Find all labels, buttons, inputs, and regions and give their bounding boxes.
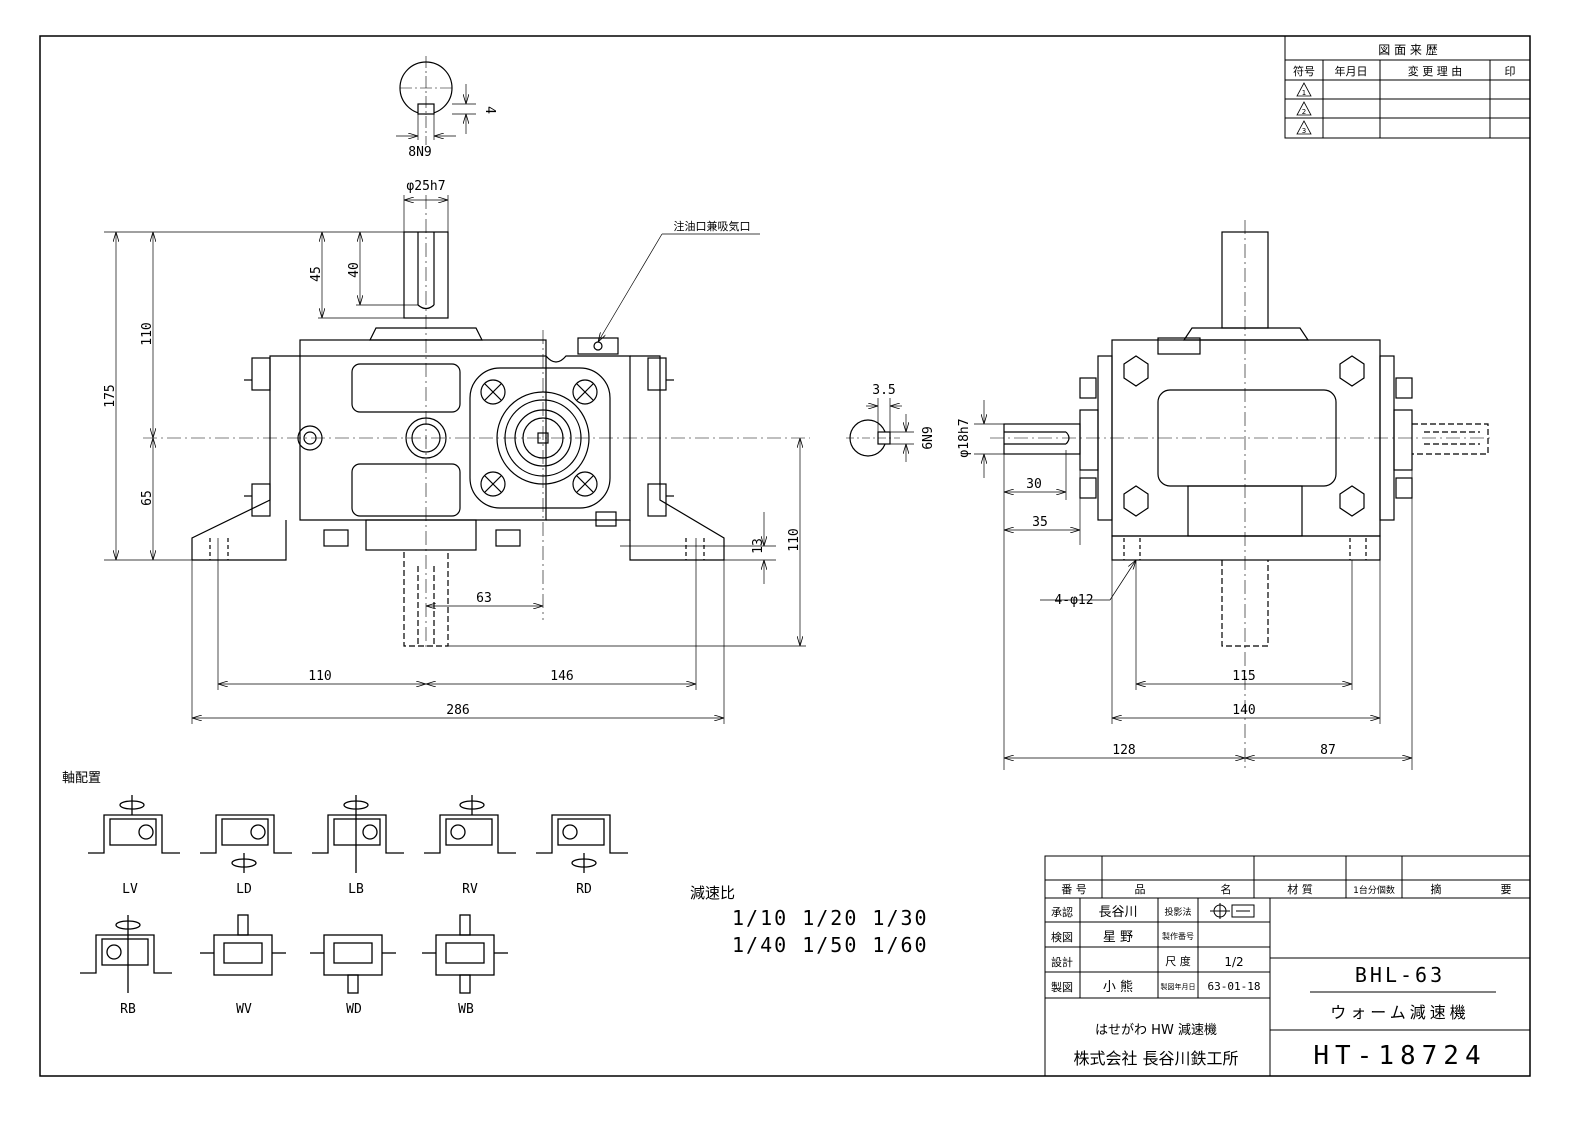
holes-4-12: 4-φ12 xyxy=(1054,593,1093,608)
rev-header-seal: 印 xyxy=(1505,65,1516,78)
arr-label-wd: WD xyxy=(346,1002,362,1017)
key-label-6n9: 6N9 xyxy=(918,426,933,449)
shaft-arrangement-icons xyxy=(80,795,628,994)
front-view xyxy=(143,56,810,650)
arrangement-wd-icon xyxy=(310,934,396,994)
product-name: ウォーム減速機 xyxy=(1330,1003,1470,1022)
revision-table xyxy=(1284,35,1531,139)
date-value: 63-01-18 xyxy=(1208,980,1261,993)
front-dimensions xyxy=(104,84,806,724)
tb-header-remark-2: 要 xyxy=(1501,883,1512,896)
arr-label-wv: WV xyxy=(236,1002,252,1017)
dim-3-5: 3.5 xyxy=(872,383,895,398)
dim-13: 13 xyxy=(751,538,766,554)
title-block xyxy=(1044,855,1531,1077)
approve-name: 長谷川 xyxy=(1098,905,1137,920)
draw-label: 製図 xyxy=(1051,980,1073,994)
projection-label: 投影法 xyxy=(1164,906,1191,918)
approve-label: 承認 xyxy=(1051,905,1073,919)
dim-115: 115 xyxy=(1232,669,1255,684)
date-label: 製図年月日 xyxy=(1161,982,1196,991)
dim-30: 30 xyxy=(1026,477,1042,492)
rev-header-reason: 変 更 理 由 xyxy=(1408,64,1463,78)
tb-header-remark-1: 摘 xyxy=(1431,882,1442,896)
drawing-number: HT-18724 xyxy=(1313,1041,1486,1071)
input-key-detail xyxy=(846,398,914,462)
tb-header-qty: 1台分個数 xyxy=(1353,884,1395,896)
shaft-dia-18: φ18h7 xyxy=(957,418,972,457)
arr-label-rb: RB xyxy=(120,1002,136,1017)
tb-header-part-1: 品 xyxy=(1135,883,1146,896)
design-label: 設計 xyxy=(1051,955,1073,969)
arr-label-ld: LD xyxy=(236,882,252,897)
arrangement-wv-icon xyxy=(200,914,286,976)
dim-110-right: 110 xyxy=(787,528,802,551)
shaft-arrangement-title: 軸配置 xyxy=(62,771,101,786)
arr-label-lb: LB xyxy=(348,882,364,897)
reduction-line-1: 1/10 1/20 1/30 xyxy=(732,906,929,930)
revision-title: 図 面 来 歴 xyxy=(1378,43,1437,57)
dim-87: 87 xyxy=(1320,743,1336,758)
scale-label: 尺 度 xyxy=(1165,954,1191,968)
arrangement-lb-icon xyxy=(312,795,404,873)
rev-mark-3: 3 xyxy=(1302,127,1306,135)
arrangement-lv-icon xyxy=(88,795,180,854)
dim-146: 146 xyxy=(550,669,573,684)
shaft-dia-25: φ25h7 xyxy=(406,179,445,194)
tb-header-part-2: 名 xyxy=(1221,882,1232,896)
brand-line: はせがわ HW 減速機 xyxy=(1095,1022,1217,1038)
dim-40: 40 xyxy=(347,262,362,278)
arrangement-wb-icon xyxy=(422,914,508,994)
side-dimensions xyxy=(974,400,1413,770)
dim-175: 175 xyxy=(103,384,118,407)
dim-128: 128 xyxy=(1112,743,1135,758)
sheet-border xyxy=(39,35,1531,1077)
arrangement-rd-icon xyxy=(536,814,628,873)
dim-45: 45 xyxy=(309,266,324,282)
arr-label-lv: LV xyxy=(122,882,138,897)
arr-label-rv: RV xyxy=(462,882,478,897)
rev-mark-2: 2 xyxy=(1302,108,1306,116)
check-name: 星 野 xyxy=(1103,930,1133,945)
draw-name: 小 熊 xyxy=(1103,979,1133,995)
dim-63: 63 xyxy=(476,591,492,606)
company-name: 株式会社 長谷川鉄工所 xyxy=(1073,1049,1238,1068)
rev-mark-1: 1 xyxy=(1302,89,1306,97)
arrangement-rv-icon xyxy=(424,795,516,854)
arr-label-rd: RD xyxy=(576,882,592,897)
reduction-line-2: 1/40 1/50 1/60 xyxy=(732,933,929,957)
key-depth-4: 4 xyxy=(482,106,497,114)
side-view xyxy=(990,220,1490,770)
oil-note: 注油口兼吸気口 xyxy=(674,219,751,233)
rev-header-mark: 符号 xyxy=(1293,65,1315,78)
dim-286: 286 xyxy=(446,703,469,718)
rev-header-date: 年月日 xyxy=(1335,64,1368,78)
mfg-no-label: 製作番号 xyxy=(1162,931,1194,941)
scale-value: 1/2 xyxy=(1224,955,1243,969)
dim-110-bottom: 110 xyxy=(308,669,331,684)
rev-marks xyxy=(1296,82,1312,135)
arr-label-wb: WB xyxy=(458,1002,474,1017)
arrangement-ld-icon xyxy=(200,814,292,873)
dim-65: 65 xyxy=(140,490,155,506)
dim-140: 140 xyxy=(1232,703,1255,718)
arrangement-rb-icon xyxy=(80,915,172,993)
model-name: BHL-63 xyxy=(1355,963,1445,987)
tb-header-material: 材 質 xyxy=(1287,882,1313,896)
reduction-title: 減速比 xyxy=(690,884,735,902)
dim-35: 35 xyxy=(1032,515,1048,530)
check-label: 検図 xyxy=(1051,930,1073,944)
key-label-8n9: 8N9 xyxy=(408,145,431,160)
dim-110-top: 110 xyxy=(140,322,155,345)
tb-header-no: 番 号 xyxy=(1061,883,1087,896)
